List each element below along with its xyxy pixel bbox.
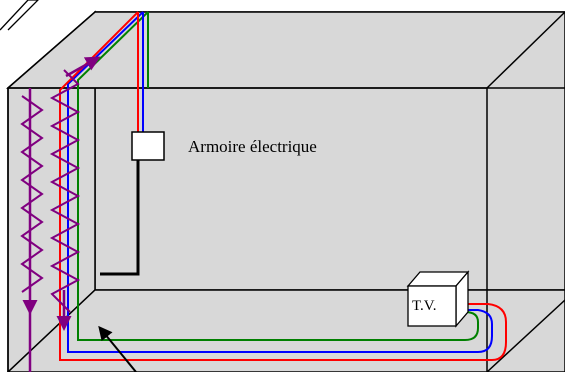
wire-earth: [77, 11, 479, 341]
ceiling: [6, 11, 565, 89]
cabinet-label: Armoire électrique: [188, 137, 317, 156]
wire-neutral: [67, 11, 493, 353]
corner-edge-stub: [0, 0, 39, 31]
loop-current-zigzag-right: [49, 69, 81, 313]
tv-label: T.V.: [412, 298, 436, 314]
electrical-cabinet: [131, 131, 165, 161]
loop-current-up-arrow: [65, 56, 101, 78]
front-frame: [7, 87, 488, 372]
cabinet-feed-cable: [100, 160, 140, 276]
pointer-arrow: [98, 325, 137, 372]
loop-current-zigzag-left: [20, 95, 44, 293]
frame-edge-bottom-right: [486, 299, 565, 372]
frame-edge-top-right: [486, 11, 565, 89]
wire-phase: [59, 11, 507, 361]
tv-box: [407, 285, 457, 327]
